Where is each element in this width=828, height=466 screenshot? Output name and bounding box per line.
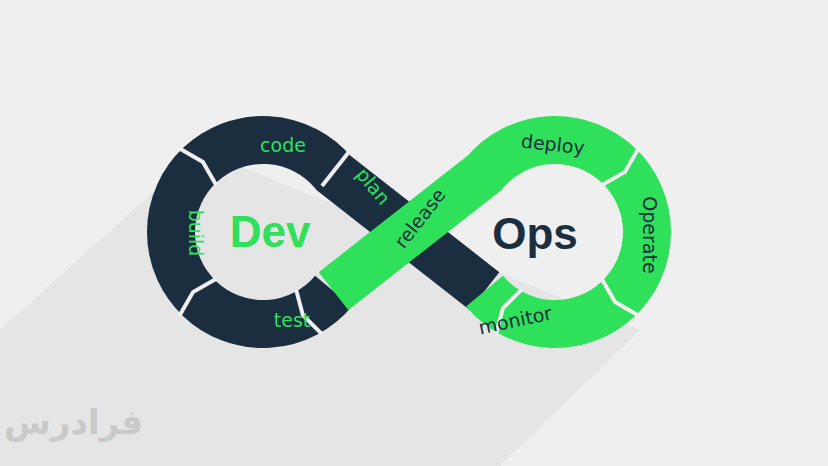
dev-title: Dev — [230, 207, 311, 257]
watermark: فرادرس — [4, 402, 143, 442]
loop-segment: build — [185, 210, 207, 257]
ops-title: Ops — [492, 209, 578, 259]
loop-segment: Operate — [639, 196, 661, 273]
stage-label: test — [274, 309, 311, 331]
segment-separator — [602, 149, 639, 186]
loop-segment: test — [274, 309, 311, 331]
ops-loop-band — [334, 140, 648, 324]
segment-separator — [180, 149, 217, 186]
stage-label: Operate — [639, 196, 661, 273]
segment-separator — [322, 148, 352, 186]
stage-label: code — [260, 134, 306, 156]
stage-label: build — [185, 210, 207, 257]
segment-separators — [180, 148, 639, 334]
segment-separator — [602, 279, 639, 316]
segment-separator — [180, 279, 217, 316]
loop-segment: code — [260, 134, 306, 156]
